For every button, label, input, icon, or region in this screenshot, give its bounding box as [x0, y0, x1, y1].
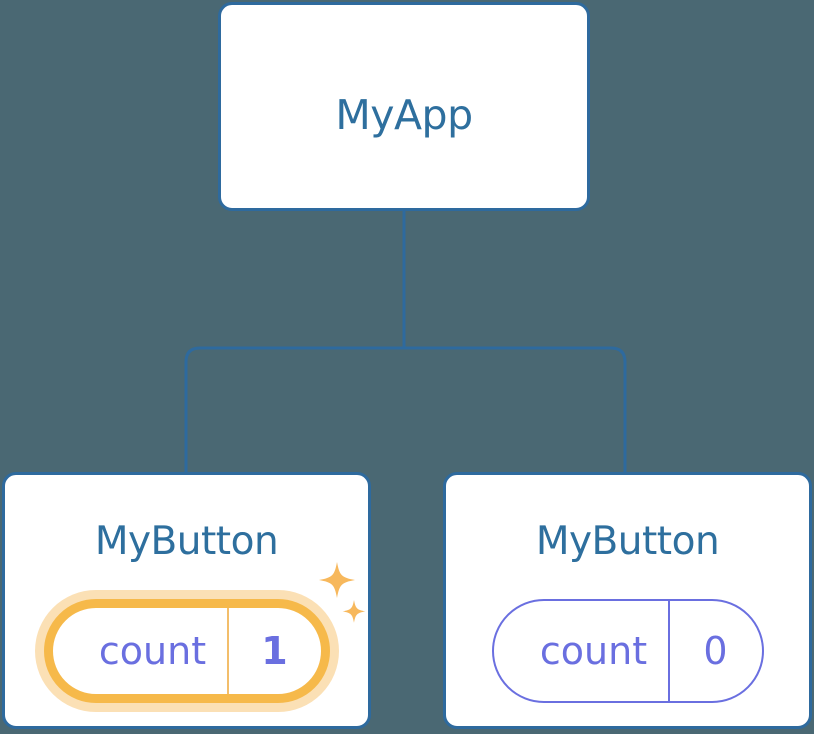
node-card-mybutton-0[interactable]: MyButton count 1 — [2, 472, 371, 729]
state-key-0: count — [98, 629, 207, 673]
state-pill-wrap-1: count 0 — [446, 591, 809, 711]
node-card-myapp[interactable]: MyApp — [218, 2, 590, 211]
node-title-mybutton-0: MyButton — [94, 519, 279, 564]
state-value-1: 0 — [667, 601, 762, 701]
state-value-0: 1 — [226, 608, 321, 694]
state-pill-wrap-0: count 1 — [5, 591, 368, 711]
node-title-myapp: MyApp — [335, 91, 473, 139]
state-pill-1[interactable]: count 0 — [491, 599, 764, 703]
state-pill-0[interactable]: count 1 — [43, 599, 330, 703]
state-key-1: count — [539, 629, 648, 673]
node-card-mybutton-1[interactable]: MyButton count 0 — [443, 472, 812, 729]
connector-branch-bus — [184, 346, 627, 472]
node-title-mybutton-1: MyButton — [535, 519, 720, 564]
